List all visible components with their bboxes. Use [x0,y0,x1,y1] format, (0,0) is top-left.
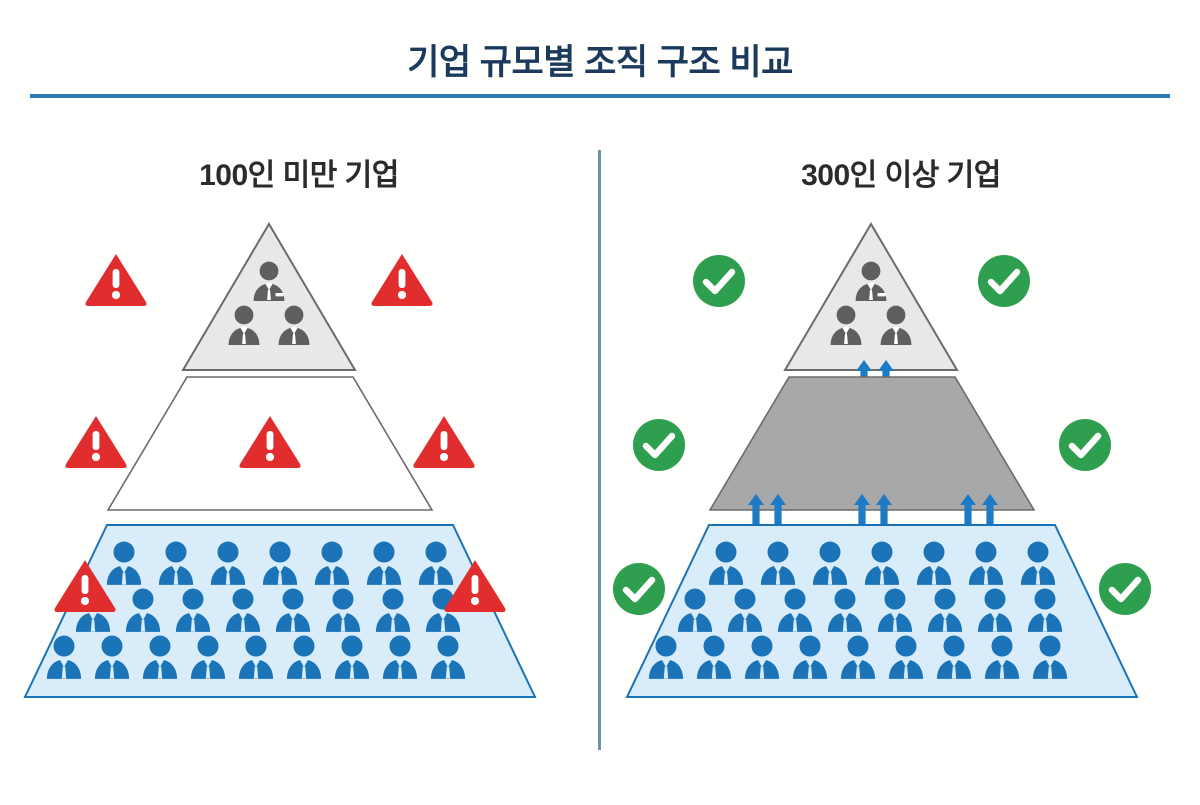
people-row [72,587,464,633]
check-circle-icon[interactable] [975,252,1033,310]
person-gray-icon [827,304,865,346]
person-blue-icon [415,540,457,586]
person-blue-icon [1017,540,1059,586]
check-circle-icon[interactable] [630,416,688,474]
person-blue-icon [757,540,799,586]
person-blue-icon [809,540,851,586]
tier-staff-right[interactable] [613,522,1151,700]
staff-people-left [46,540,472,680]
person-blue-icon [322,587,364,633]
pyramid-large-company [602,220,1200,800]
person-blue-icon [331,634,373,680]
staff-people-right [648,540,1074,680]
panel-large-company: 300인 이상 기업 [602,120,1200,800]
panel-heading-large-company: 300인 이상 기업 [801,159,1001,192]
person-blue-icon [1024,587,1066,633]
person-blue-icon [774,587,816,633]
person-blue-icon [207,540,249,586]
people-row [645,634,1071,680]
pyramid-small-company [0,220,598,800]
person-blue-icon [172,587,214,633]
person-blue-icon [913,540,955,586]
person-blue-icon [837,634,879,680]
people-row [250,260,288,302]
person-blue-icon [427,634,469,680]
person-blue-icon [724,587,766,633]
check-circle-icon[interactable] [1096,560,1154,618]
person-blue-icon [139,634,181,680]
person-blue-icon [885,634,927,680]
people-row [225,304,313,346]
person-blue-icon [693,634,735,680]
person-blue-icon [222,587,264,633]
connector-middle-to-base-center [848,492,896,546]
people-row [103,540,457,586]
person-blue-icon [645,634,687,680]
person-blue-icon [874,587,916,633]
person-blue-icon [861,540,903,586]
warning-triangle-icon[interactable] [237,412,303,470]
tier-executive-left[interactable] [85,220,433,380]
person-blue-icon [379,634,421,680]
person-blue-icon [363,540,405,586]
connector-middle-to-base-right [954,492,1002,546]
connector-middle-to-base-left [742,492,790,546]
person-gray-icon [877,304,915,346]
person-blue-icon [155,540,197,586]
person-blue-icon [372,587,414,633]
person-blue-icon [311,540,353,586]
person-blue-icon [283,634,325,680]
person-blue-icon [741,634,783,680]
person-blue-icon [259,540,301,586]
person-gray-icon [250,260,288,302]
header-divider-rule [30,94,1170,98]
tier-middle-management-left[interactable] [65,374,475,514]
people-row [43,634,469,680]
check-circle-icon[interactable] [690,252,748,310]
person-blue-icon [1029,634,1071,680]
person-gray-icon [852,260,890,302]
person-blue-icon [924,587,966,633]
person-gray-icon [225,304,263,346]
person-blue-icon [674,587,716,633]
check-circle-icon[interactable] [1056,416,1114,474]
person-blue-icon [933,634,975,680]
person-blue-icon [43,634,85,680]
person-blue-icon [981,634,1023,680]
person-blue-icon [789,634,831,680]
people-row [705,540,1059,586]
tier-staff-left[interactable] [22,522,538,700]
check-circle-icon[interactable] [610,560,668,618]
person-blue-icon [235,634,277,680]
panel-divider [598,150,601,750]
warning-triangle-icon[interactable] [369,250,435,308]
panel-heading-small-company: 100인 미만 기업 [199,159,399,192]
page-title: 기업 규모별 조직 구조 비교 [407,43,793,82]
person-blue-icon [103,540,145,586]
warning-triangle-icon[interactable] [52,556,118,614]
tier-middle-management-right[interactable] [633,374,1111,514]
warning-triangle-icon[interactable] [63,412,129,470]
person-blue-icon [122,587,164,633]
warning-triangle-icon[interactable] [442,556,508,614]
people-row [852,260,890,302]
people-row [827,304,915,346]
executive-people-left [223,260,315,346]
person-blue-icon [965,540,1007,586]
people-row [674,587,1066,633]
person-gray-icon [275,304,313,346]
tier-executive-right[interactable] [693,220,1030,380]
warning-triangle-icon[interactable] [411,412,477,470]
executive-people-right [825,260,917,346]
person-blue-icon [91,634,133,680]
person-blue-icon [705,540,747,586]
person-blue-icon [974,587,1016,633]
person-blue-icon [187,634,229,680]
panel-small-company: 100인 미만 기업 [0,120,598,800]
person-blue-icon [824,587,866,633]
person-blue-icon [272,587,314,633]
warning-triangle-icon[interactable] [83,250,149,308]
